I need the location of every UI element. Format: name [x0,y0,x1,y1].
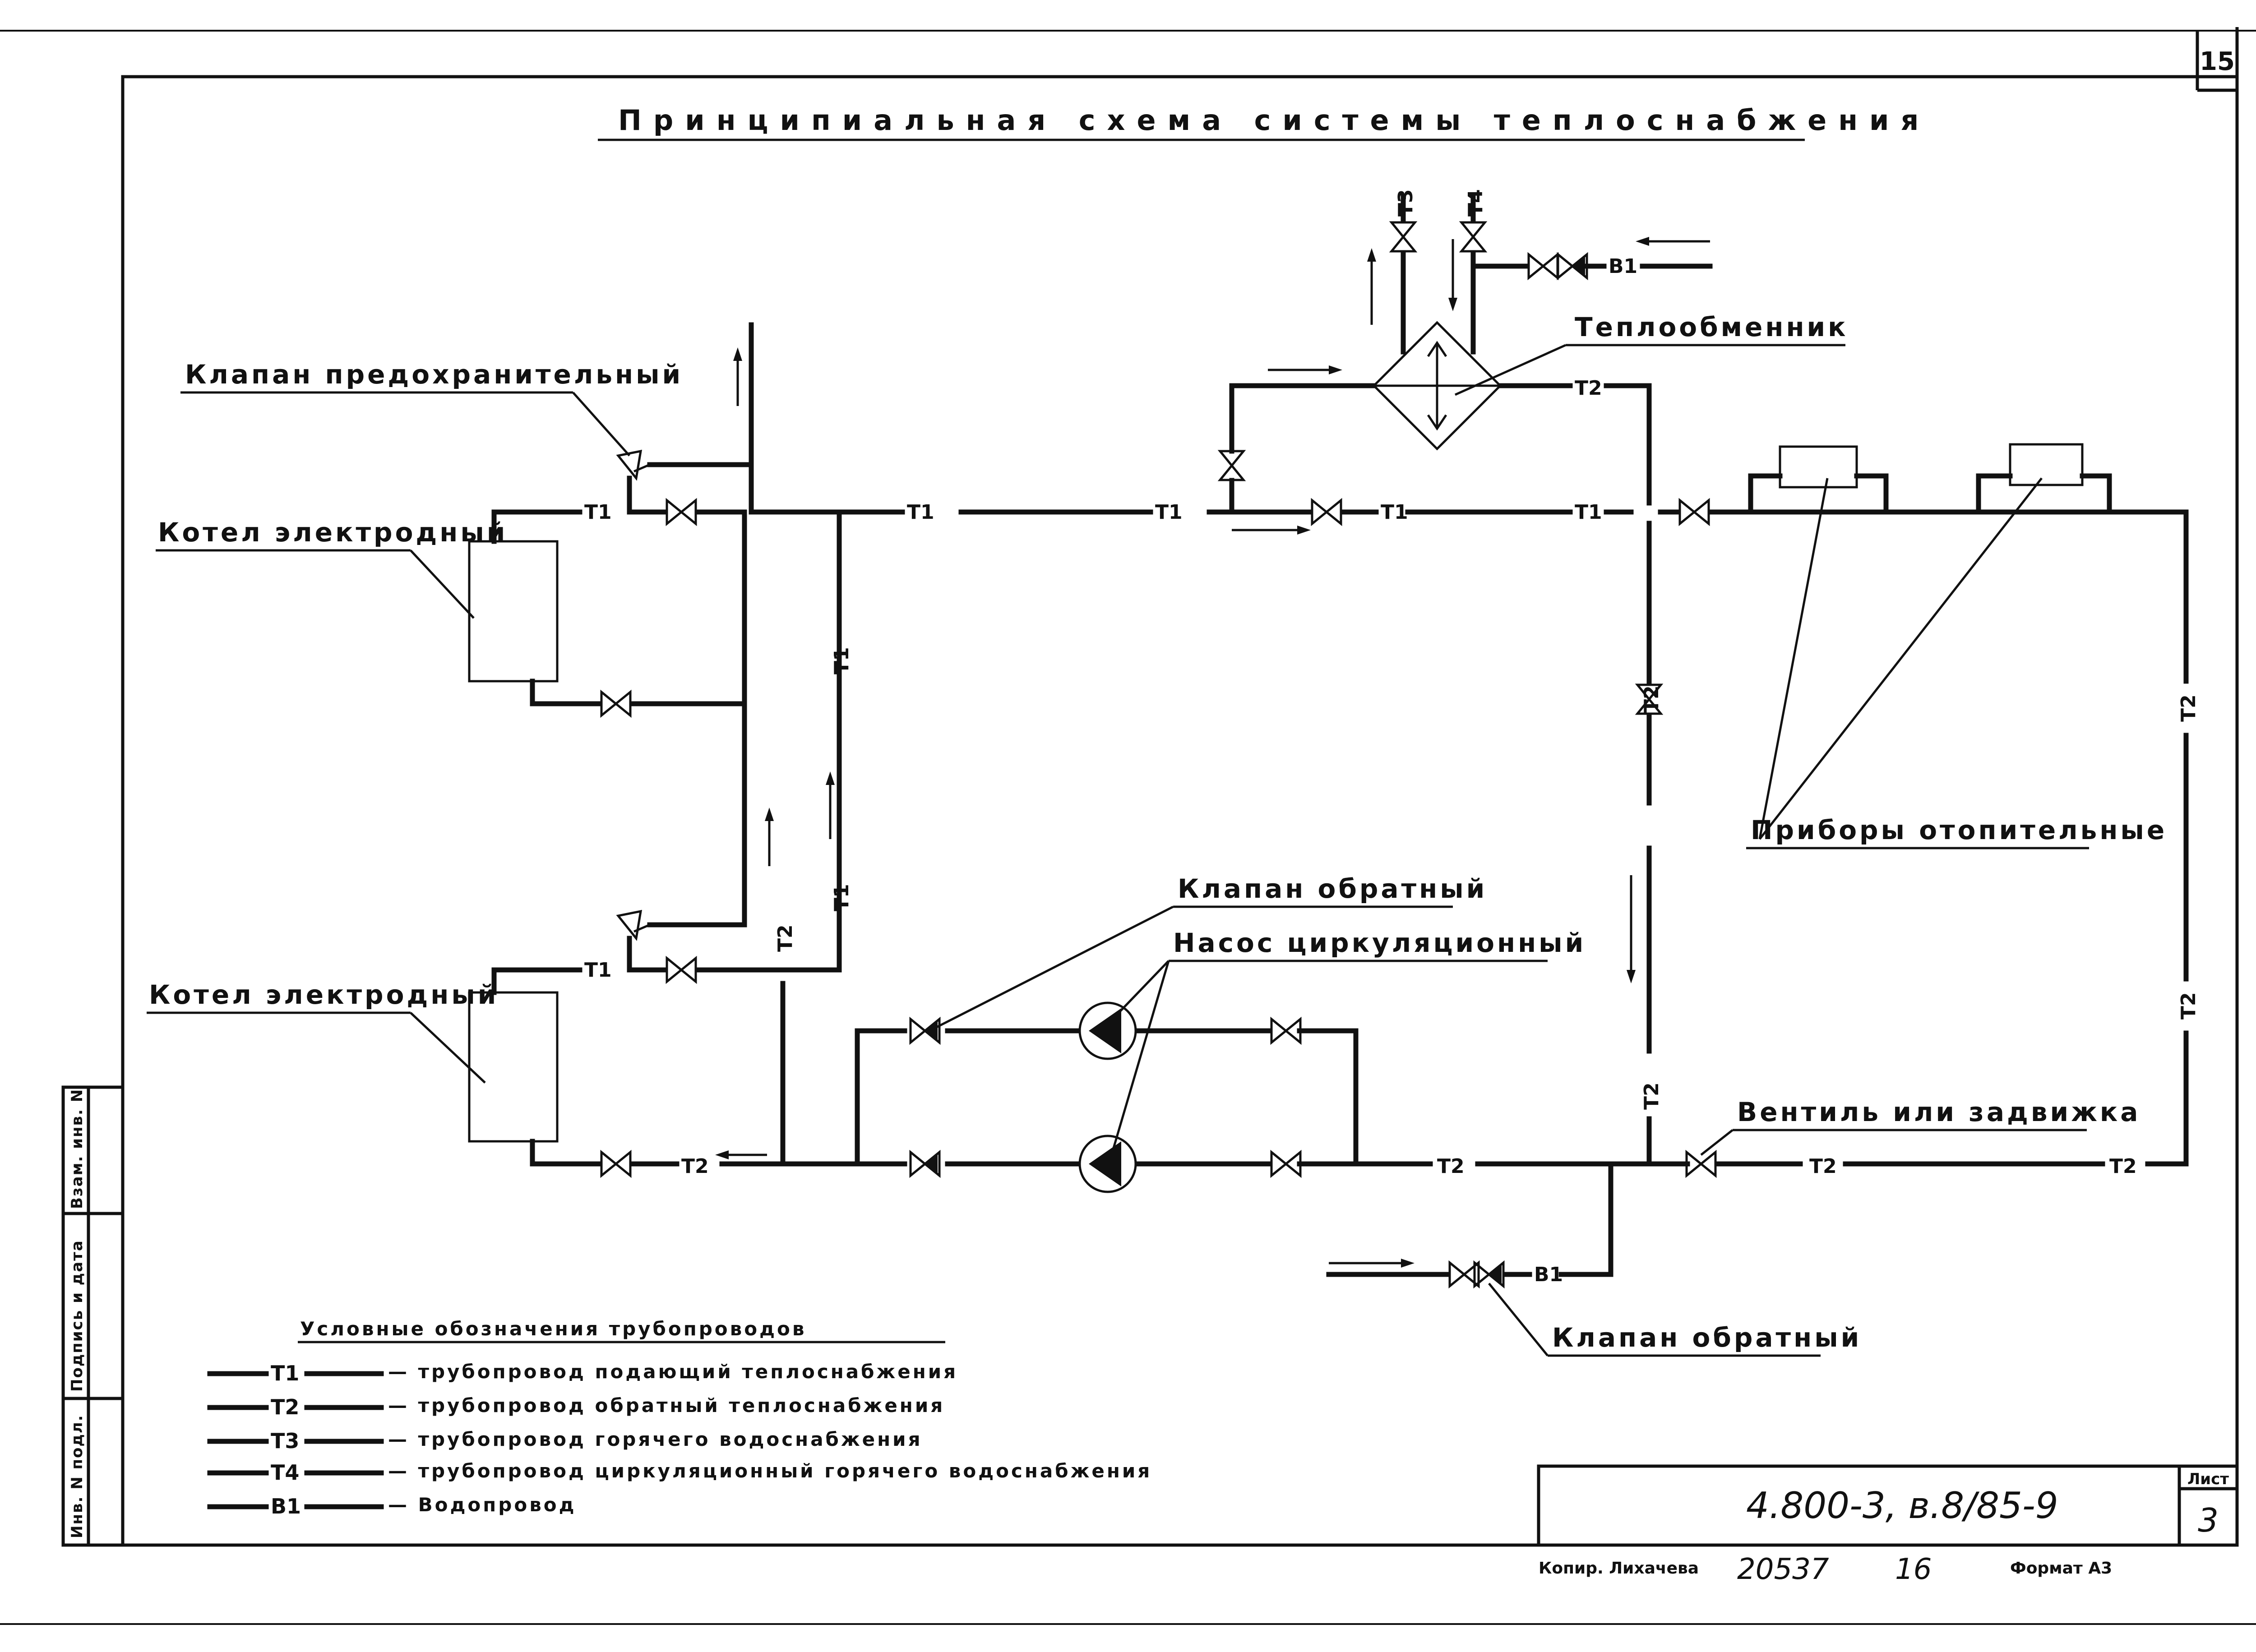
label-heating-devices: Приборы отопительные [1751,815,2167,845]
pipe-label-t2-vertical: T2 [1640,1082,1663,1110]
pipe-labels: T1 T1 T1 T1 T1 T1 T1 T1 T2 T2 T2 T2 T2 T… [584,189,2200,1286]
legend-title: Условные обозначения трубопроводов [300,1318,806,1340]
heat-exchanger [1372,321,1502,451]
radiator-2 [2009,443,2084,486]
label-boiler-2: Котел электродный [149,979,499,1010]
label-gate-valve: Вентиль или задвижка [1737,1097,2140,1127]
sheet-number: 3 [2198,1501,2219,1539]
legend-desc-t1: — трубопровод подающий теплоснабжения [388,1361,958,1383]
legend: Условные обозначения трубопроводов T1 — … [207,1318,1152,1518]
pipe-label-t1: T1 [1381,501,1408,524]
legend-desc-t3: — трубопровод горячего водоснабжения [388,1428,923,1450]
flow-arrows [715,237,1710,1268]
safety-valves [616,449,650,941]
pipe-label-t1: T1 [584,501,612,524]
stamp-signature-label: Подпись и дата [68,1240,86,1392]
label-boiler-1: Котел электродный [158,517,508,548]
valves [601,222,1715,1286]
pipe-label-t3-vertical: T3 [1394,189,1417,217]
pumps [1080,1003,1136,1192]
diagram-title: Принципиальная схема системы теплоснабже… [618,104,1930,137]
callouts: Клапан предохранительный Котел электродн… [147,312,2167,1357]
document-code: 4.800-3, в.8/85-9 [1746,1485,2058,1527]
legend-desc-b1: — Водопровод [388,1494,577,1516]
pipe-label-t2-vertical: T2 [774,924,797,952]
legend-desc-t2: — трубопровод обратный теплоснабжения [388,1394,945,1417]
footer-page-number: 16 [1895,1553,1932,1586]
stamp-inv-label: Инв. N подл. [68,1414,86,1538]
footer-order-number: 20537 [1737,1553,1829,1586]
pipe-label-t2: T2 [1575,377,1602,400]
legend-code-t4: T4 [271,1460,299,1485]
pipe-label-t2-vertical: T2 [1640,685,1663,713]
title-block [1537,1464,2239,1547]
stamp-replace-label: Взам. инв. N [68,1089,86,1209]
boiler-1 [468,540,559,683]
left-stamp [61,1085,125,1547]
pipe-label-t4-vertical: T4 [1464,189,1487,217]
corner-sheet-number: 15 [2200,47,2235,76]
legend-code-t3: T3 [271,1429,299,1453]
pipe-label-b1: B1 [1609,255,1637,278]
radiator-1 [1779,445,1858,489]
footer-format: Формат А3 [2010,1559,2112,1578]
pipe-label-b1: B1 [1534,1263,1563,1286]
pipe-label-t1: T1 [907,501,934,524]
pipe-label-t1-vertical: T1 [830,647,853,674]
pipe-label-t2: T2 [1437,1155,1465,1178]
footer-copied-by: Копир. Лихачева [1539,1559,1699,1578]
pipe-label-t1-vertical: T1 [830,884,853,911]
label-check-valve-bottom: Клапан обратный [1552,1322,1862,1353]
legend-code-b1: B1 [271,1494,301,1518]
pipe-label-t2: T2 [681,1155,709,1178]
pipe-label-t2: T2 [2109,1155,2137,1178]
label-heat-exchanger: Теплообменник [1575,312,1849,342]
label-safety-valve: Клапан предохранительный [185,359,683,390]
pipe-label-t2-vertical: T2 [2177,992,2200,1020]
legend-code-t1: T1 [271,1361,299,1385]
legend-desc-t4: — трубопровод циркуляционный горячего во… [388,1460,1152,1482]
label-check-valve-top: Клапан обратный [1178,873,1487,904]
sheet-frame [0,27,2256,1625]
piping [468,194,2189,1277]
legend-code-t2: T2 [271,1395,299,1419]
boiler-2 [468,991,559,1143]
pipe-label-t1: T1 [1155,501,1183,524]
pipe-label-t2: T2 [1809,1155,1837,1178]
pipe-label-t2-vertical: T2 [2177,694,2200,722]
sheet-label: Лист [2187,1470,2229,1488]
pipe-label-t1: T1 [1575,501,1602,524]
label-circulation-pump: Насос циркуляционный [1173,928,1586,958]
pipe-label-t1: T1 [584,959,612,982]
